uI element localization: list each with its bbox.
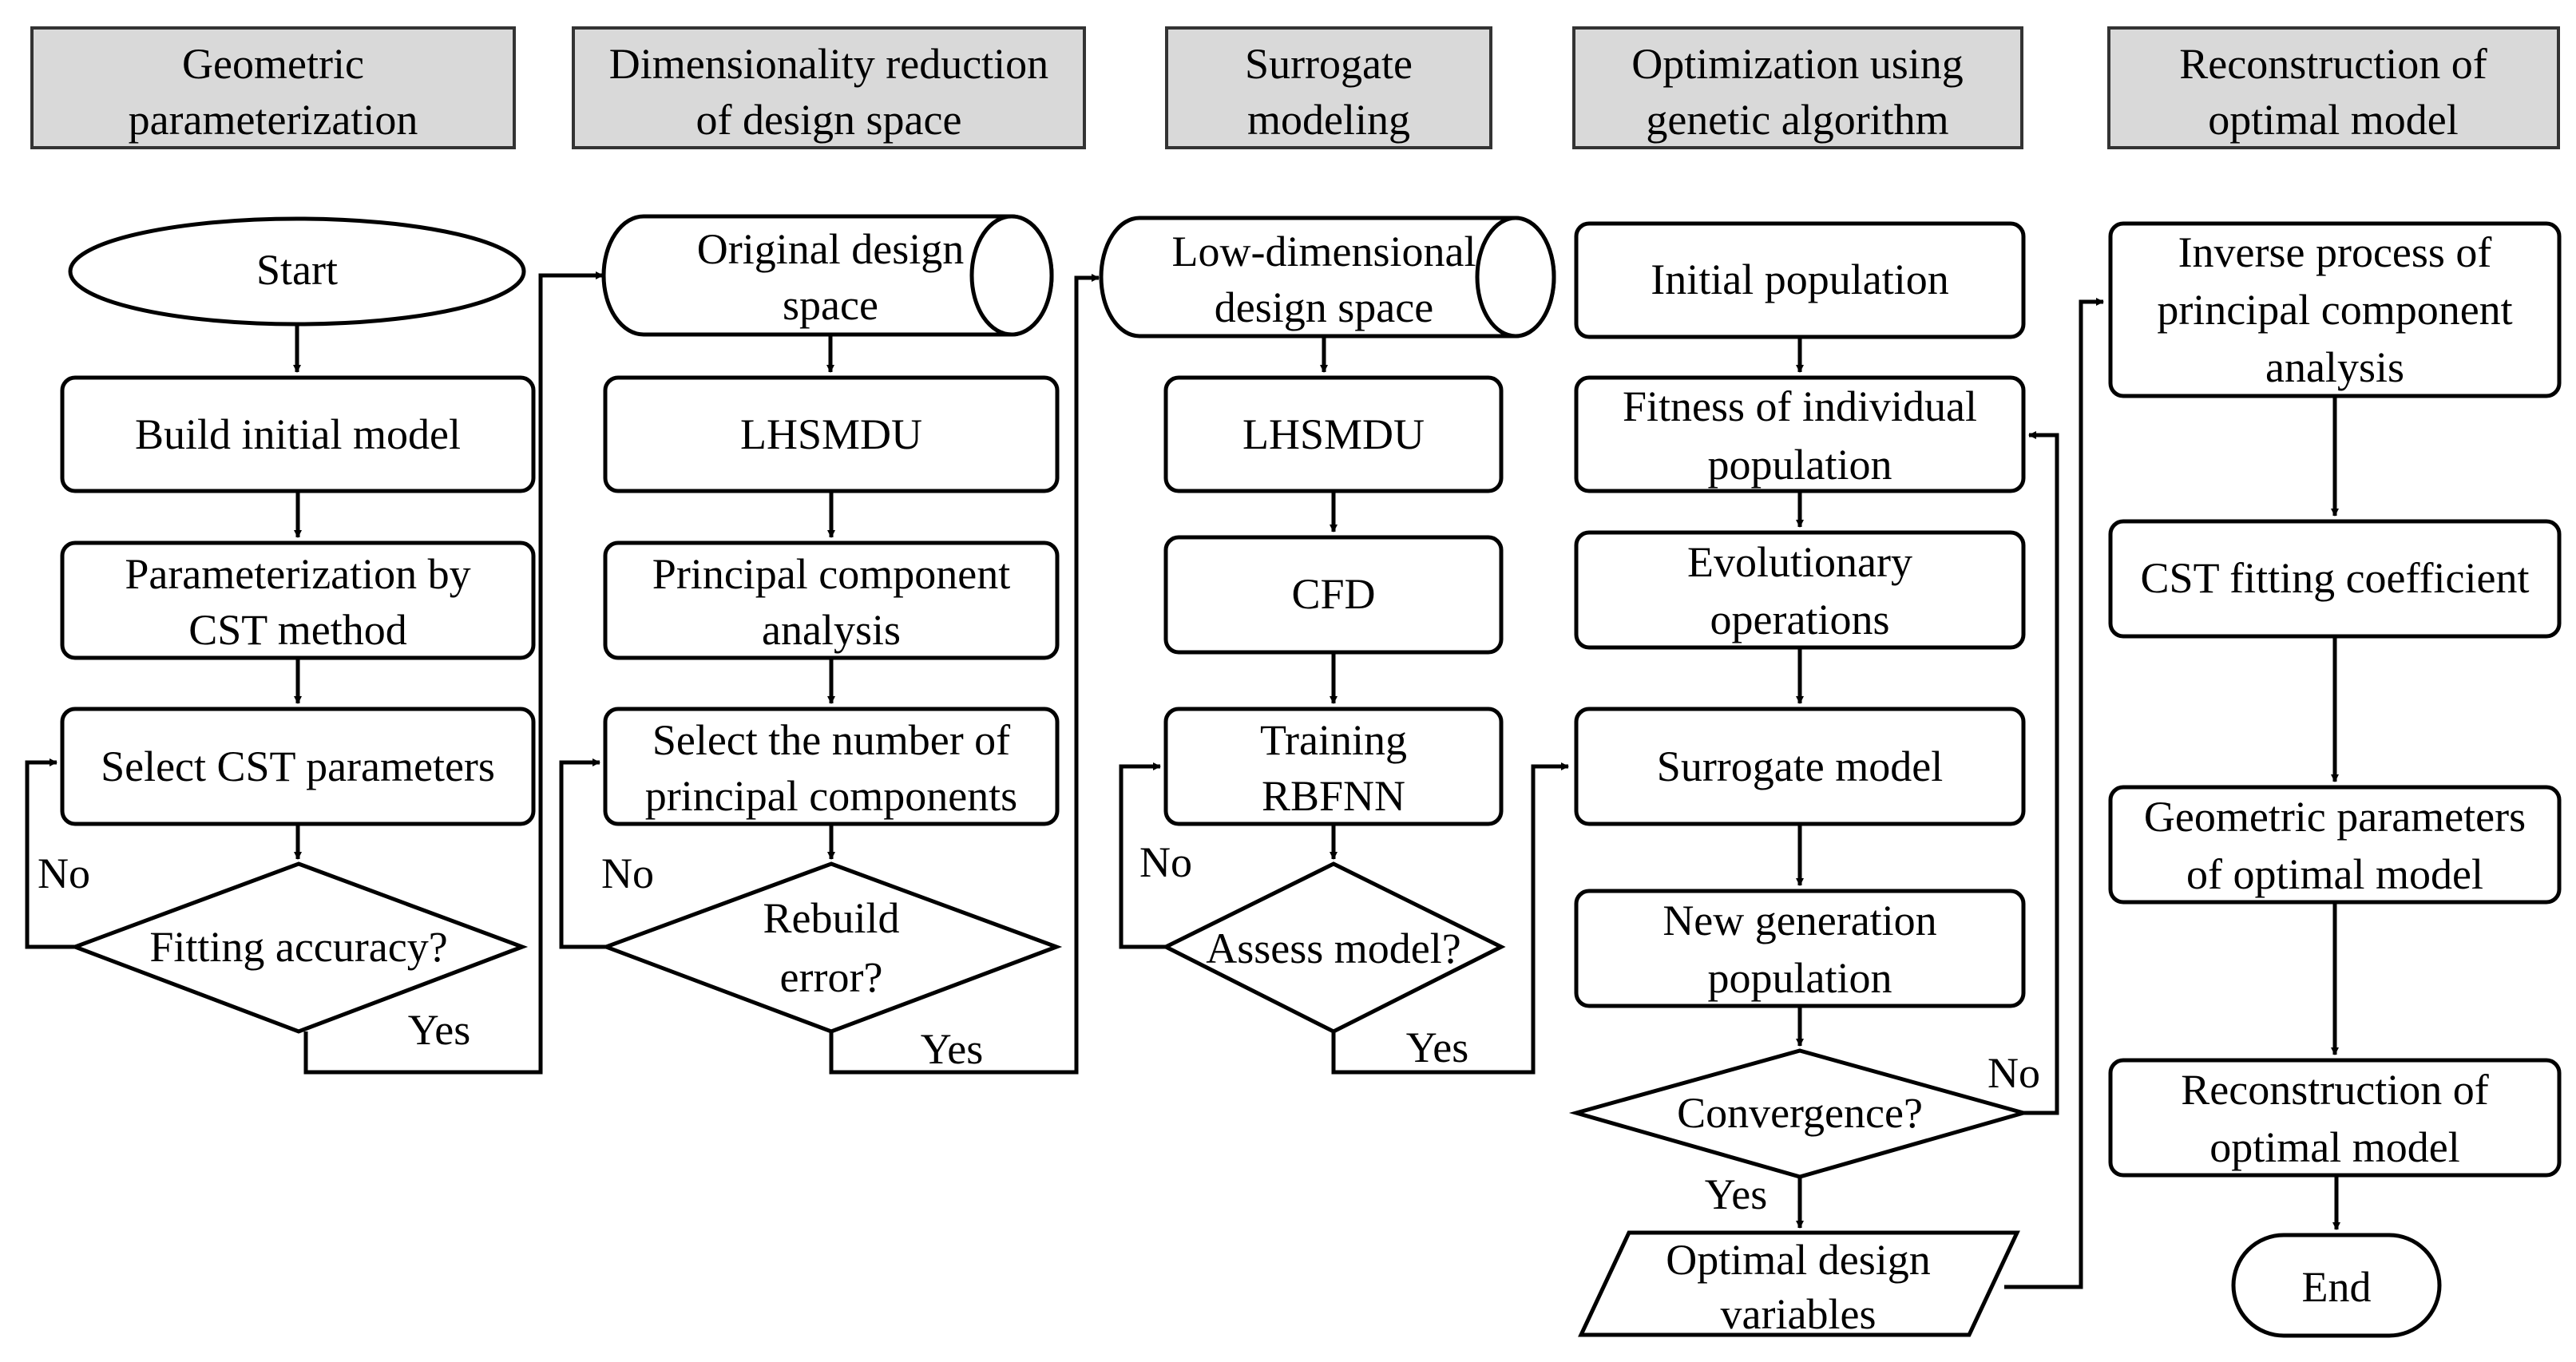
- lhsmdu-box-1: LHSMDU: [603, 375, 1060, 493]
- svg-text:analysis: analysis: [2265, 343, 2404, 391]
- parameterization-box: Parameterization by CST method: [60, 540, 536, 660]
- low-dimensional-design-space-cylinder: Low-dimensional design space: [1099, 216, 1556, 339]
- svg-text:error?: error?: [780, 953, 883, 1001]
- assess-yes-label: Yes: [1406, 1023, 1469, 1071]
- surrogate-model-box: Surrogate model: [1574, 707, 2026, 826]
- training-rbfnn-box: Training RBFNN: [1163, 707, 1504, 826]
- svg-text:LHSMDU: LHSMDU: [1242, 410, 1425, 458]
- original-design-space-cylinder: Original design space: [601, 214, 1054, 337]
- svg-text:Select the number of: Select the number of: [652, 716, 1010, 764]
- initial-population-box: Initial population: [1574, 221, 2026, 339]
- svg-text:of optimal model: of optimal model: [2186, 850, 2483, 898]
- reconstruction-box: Reconstruction of optimal model: [2108, 1058, 2562, 1178]
- svg-text:Convergence?: Convergence?: [1677, 1089, 1923, 1137]
- assess-no-label: No: [1139, 838, 1192, 886]
- svg-text:CST method: CST method: [188, 606, 407, 654]
- svg-text:population: population: [1708, 441, 1892, 489]
- geometric-parameters-box: Geometric parameters of optimal model: [2108, 785, 2562, 905]
- svg-text:Parameterization by: Parameterization by: [125, 550, 470, 598]
- svg-text:principal component: principal component: [2157, 286, 2512, 334]
- assess-model-decision: Assess model?: [1161, 861, 1506, 1034]
- build-initial-model-box: Build initial model: [60, 375, 536, 493]
- select-principal-components-box: Select the number of principal component…: [603, 707, 1060, 826]
- svg-text:optimal model: optimal model: [2209, 1123, 2459, 1171]
- svg-text:Surrogate model: Surrogate model: [1657, 742, 1943, 790]
- stage-header-geometric: Geometric parameterization: [30, 26, 516, 149]
- svg-text:Original design: Original design: [697, 225, 964, 273]
- svg-text:Select CST parameters: Select CST parameters: [101, 742, 495, 790]
- svg-text:RBFNN: RBFNN: [1262, 772, 1405, 820]
- stage-header-surrogate: Surrogate modeling: [1165, 26, 1492, 149]
- convergence-yes-label: Yes: [1705, 1170, 1768, 1218]
- principal-component-analysis-box: Principal component analysis: [603, 540, 1060, 660]
- new-generation-box: New generation population: [1574, 889, 2026, 1008]
- stage-header-optimization: Optimization using genetic algorithm: [1572, 26, 2023, 149]
- end-node: End: [2231, 1233, 2442, 1338]
- fitting-yes-label: Yes: [408, 1006, 471, 1054]
- svg-text:design space: design space: [1215, 283, 1433, 331]
- svg-text:genetic algorithm: genetic algorithm: [1646, 96, 1948, 144]
- svg-text:Rebuild: Rebuild: [763, 894, 900, 942]
- svg-text:LHSMDU: LHSMDU: [740, 410, 922, 458]
- fitting-accuracy-decision: Fitting accuracy?: [69, 861, 529, 1034]
- svg-text:of design space: of design space: [696, 96, 962, 144]
- svg-text:Reconstruction of: Reconstruction of: [2181, 1066, 2488, 1114]
- optimal-design-variables-parallelogram: Optimal design variables: [1578, 1230, 2020, 1338]
- rebuild-no-label: No: [601, 849, 654, 897]
- svg-text:modeling: modeling: [1247, 96, 1410, 144]
- svg-text:Optimal design: Optimal design: [1666, 1236, 1930, 1284]
- svg-text:analysis: analysis: [762, 606, 901, 654]
- svg-text:Principal component: Principal component: [652, 550, 1010, 598]
- svg-text:principal components: principal components: [645, 772, 1017, 820]
- fitness-box: Fitness of individual population: [1574, 375, 2026, 493]
- svg-text:Inverse process of: Inverse process of: [2178, 228, 2492, 276]
- stage-header-dimensionality: Dimensionality reduction of design space: [572, 26, 1086, 149]
- stage-header-reconstruction: Reconstruction of optimal model: [2107, 26, 2560, 149]
- svg-text:variables: variables: [1721, 1290, 1877, 1338]
- rebuild-error-decision: Rebuild error?: [600, 861, 1063, 1034]
- svg-text:operations: operations: [1710, 596, 1890, 643]
- svg-text:CST fitting coefficient: CST fitting coefficient: [2141, 554, 2530, 602]
- convergence-decision: Convergence?: [1568, 1048, 2031, 1179]
- svg-text:Optimization using: Optimization using: [1631, 40, 1963, 88]
- svg-text:space: space: [783, 281, 878, 329]
- svg-text:Start: Start: [256, 246, 338, 294]
- svg-text:Assess model?: Assess model?: [1206, 924, 1460, 972]
- svg-text:Training: Training: [1260, 716, 1407, 764]
- inverse-pca-box: Inverse process of principal component a…: [2108, 221, 2562, 398]
- svg-text:population: population: [1708, 954, 1892, 1002]
- select-cst-parameters-box: Select CST parameters: [60, 707, 536, 826]
- lhsmdu-box-2: LHSMDU: [1163, 375, 1504, 493]
- svg-text:Evolutionary: Evolutionary: [1687, 538, 1912, 586]
- rebuild-yes-label: Yes: [921, 1025, 984, 1073]
- svg-text:Reconstruction of: Reconstruction of: [2179, 40, 2487, 88]
- svg-text:Fitting accuracy?: Fitting accuracy?: [149, 923, 447, 971]
- fitting-no-label: No: [38, 849, 90, 897]
- cfd-box: CFD: [1163, 535, 1504, 655]
- svg-text:optimal model: optimal model: [2208, 96, 2458, 144]
- svg-text:Fitness of individual: Fitness of individual: [1623, 382, 1977, 430]
- svg-text:Geometric parameters: Geometric parameters: [2144, 793, 2526, 841]
- svg-text:End: End: [2302, 1263, 2372, 1311]
- svg-text:parameterization: parameterization: [129, 96, 418, 144]
- svg-text:Surrogate: Surrogate: [1245, 40, 1413, 88]
- svg-text:Low-dimensional: Low-dimensional: [1172, 228, 1476, 275]
- svg-text:CFD: CFD: [1291, 570, 1375, 618]
- svg-text:Dimensionality reduction: Dimensionality reduction: [609, 40, 1048, 88]
- convergence-no-label: No: [1987, 1049, 2040, 1097]
- cst-fitting-coefficient-box: CST fitting coefficient: [2108, 519, 2562, 639]
- svg-text:Initial population: Initial population: [1651, 255, 1948, 303]
- svg-text:Build initial model: Build initial model: [135, 410, 461, 458]
- start-node: Start: [68, 216, 526, 327]
- evolutionary-operations-box: Evolutionary operations: [1574, 530, 2026, 650]
- svg-text:Geometric: Geometric: [182, 40, 364, 88]
- svg-text:New generation: New generation: [1663, 897, 1936, 944]
